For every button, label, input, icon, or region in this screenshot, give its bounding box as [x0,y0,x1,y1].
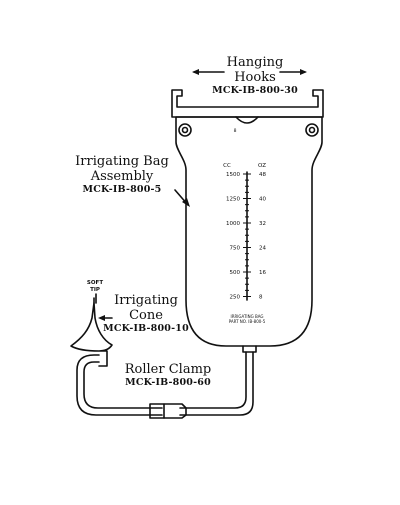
scale-oz-value: 32 [259,221,266,227]
scale-cc-value: 1250 [226,197,240,203]
soft-tip-label-line1: SOFT [87,280,103,286]
scale-cc-value: 500 [230,270,241,276]
roller-clamp-line1: Roller Clamp [124,362,212,377]
roller-clamp-label: Roller Clamp MCK-IB-800-60 [118,362,218,389]
irrigating-bag-outline [175,116,323,347]
soft-tip-label-line2: TIP [90,287,100,293]
right-eyelet [305,123,319,137]
bag-outlet-port [242,345,257,353]
left-eyelet [178,123,192,137]
cone-part: MCK-IB-800-10 [103,323,189,334]
tubing-inner [76,351,254,416]
cone-line1: Irrigating [114,293,178,308]
roller-clamp-part: MCK-IB-800-60 [125,377,211,388]
scale-oz-value: 40 [259,197,266,203]
bag-top-notch [235,116,259,124]
roller-clamp [149,403,165,419]
bag-print-line2: PART NO. IB-800-5 [229,319,266,324]
bag-assembly-part: MCK-IB-800-5 [82,184,162,195]
scale-oz-value: 48 [259,172,266,178]
bag-assembly-label: Irrigating Bag Assembly MCK-IB-800-5 [62,154,182,196]
top-hanger-bar [171,89,324,118]
bag-print-line1: IRRIGATING BAG [231,314,264,319]
scale-cc-value: 1500 [226,172,240,178]
bag-mark: 8 [234,128,237,134]
scale-unit-cc: CC [223,163,231,169]
scale-cc-value: 1000 [226,221,240,227]
hanging-hooks-part: MCK-IB-800-30 [212,85,298,96]
hanging-hooks-label: Hanging Hooks MCK-IB-800-30 [210,55,300,97]
bag-assembly-line2: Assembly [90,169,154,184]
hanging-hooks-line2: Hooks [234,70,276,85]
roller-clamp-body [163,403,187,419]
scale-cc-value: 250 [230,295,241,301]
tubing-outer [83,351,247,409]
scale-oz-value: 16 [259,270,266,276]
irrigating-cone-label: Irrigating Cone MCK-IB-800-10 [100,293,192,335]
scale-unit-oz: OZ [258,163,266,169]
hanging-hooks-line1: Hanging [226,55,284,70]
bag-assembly-line1: Irrigating Bag [75,154,169,169]
scale-cc-value: 750 [230,246,241,252]
cone-line2: Cone [129,308,163,323]
scale-oz-value: 8 [259,295,263,301]
scale-oz-value: 24 [259,246,266,252]
